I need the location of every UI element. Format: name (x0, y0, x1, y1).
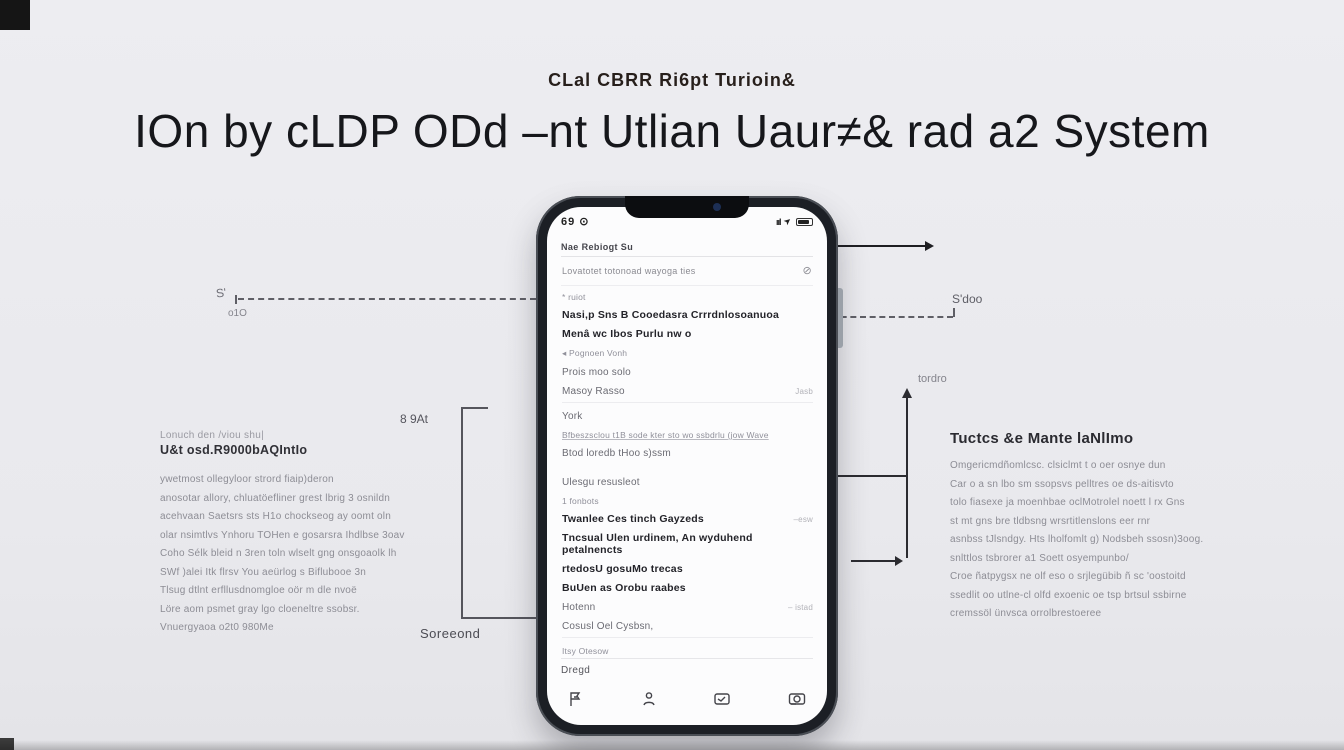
link-text[interactable]: Bfbeszsclou t1B sode kter sto wo ssbdrlu… (562, 430, 769, 440)
list-item-meta: Jasb (795, 387, 813, 396)
section-label: * ruiot (562, 292, 586, 302)
list-item-meta: ‒ istad (788, 603, 813, 612)
paragraph-line: SWf )alei Itk flrsv You aeürlog s Biflub… (160, 566, 366, 578)
left-block-title: U&t osd.R9000bAQIntIo (160, 443, 308, 457)
annotation-label: S'doo (952, 292, 983, 306)
phone-mockup: 69 ⊙ ııl ➤ Nae Rebiogt Su Lovatotet toto… (536, 196, 843, 736)
list-item[interactable]: Prois moo solo (562, 367, 631, 378)
screen-nav-title: Nae Rebiogt Su (561, 242, 813, 257)
list-item[interactable]: Cosusl Oel Cysbsn, (562, 621, 813, 638)
paragraph-line: Omgericmdñomlcsc. clsiclmt t o oer osnye… (950, 460, 1166, 471)
list-item[interactable]: BuUen as Orobu raabes (562, 582, 686, 594)
left-block-paragraph: ywetmost ollegyloor strord fiaip)deron a… (160, 471, 405, 638)
list-item[interactable]: Nasi,p Sns B Cooedasra Crrrdnlosoanuoa (562, 309, 780, 321)
dashed-connector-right (831, 308, 955, 318)
list-item[interactable]: Twanlee Ces tinch Gayzeds‒esw (562, 513, 813, 525)
paragraph-line: ssedlit oo utlne-cl olfd exoenic oe tsp … (950, 589, 1187, 601)
annotation-label: o1O (228, 308, 247, 319)
corner-mark (0, 738, 14, 750)
list-item[interactable]: rtedosU gosuMo trecas (562, 563, 683, 575)
paragraph-line: Vnuergyaoa o2t0 980Me (160, 622, 274, 633)
left-annotation-block: Lonuch den /viou shu| U&t osd.R9000bAQIn… (160, 430, 405, 638)
dashed-connector-left (235, 295, 536, 304)
list-item[interactable]: Ulesgu resusleot (562, 477, 640, 488)
bracket-connector-left (461, 407, 540, 619)
paragraph-line: Coho Sélk bleid n 3ren toln wlselt gng o… (160, 548, 397, 559)
paragraph-line: Löre aom psmet gray lgo cloeneltre ssobs… (160, 603, 360, 615)
list-subtext: Itsy Otesow (562, 646, 609, 656)
annotation-label: tordro (918, 373, 947, 385)
right-annotation-block: Tuctcs &e Mante laNlImo Omgericmdñomlcsc… (950, 430, 1204, 624)
power-button[interactable] (838, 288, 843, 348)
camera-icon[interactable] (787, 690, 807, 708)
paragraph-line: ywetmost ollegyloor strord fiaip)deron (160, 474, 334, 485)
location-arrow-icon: ➤ (781, 214, 795, 228)
paragraph-line: snlttlos tsbrorer a1 Soett osyempunbo/ (950, 552, 1129, 564)
paragraph-line: tolo fiasexe ja moenhbae oclMotrolel noe… (950, 497, 1185, 508)
list-item[interactable]: Tncsual Ulen urdinem, An wyduhend petaln… (562, 532, 753, 556)
paragraph-line: asnbss tJlsndgy. Hts lholfomlt g) Nodsbe… (950, 534, 1204, 545)
battery-icon (796, 217, 813, 226)
page-title: IOn by cLDP ODd –nt Utlian Uaur≠& rad a2… (134, 105, 1210, 157)
list-item[interactable]: York (562, 411, 583, 422)
right-block-paragraph: Omgericmdñomlcsc. clsiclmt t o oer osnye… (950, 457, 1204, 624)
annotation-caption: Soreeond (420, 626, 481, 641)
paragraph-line: cremssöl ünvsca orrolbrestoeree (950, 608, 1102, 619)
bottom-shade (0, 740, 1344, 750)
annotation-label: 8 9At (400, 412, 429, 426)
phone-screen: 69 ⊙ ııl ➤ Nae Rebiogt Su Lovatotet toto… (547, 207, 827, 725)
person-icon[interactable] (640, 690, 658, 708)
dismiss-icon[interactable]: ⊘ (802, 265, 812, 277)
list-item[interactable]: Menâ wc Ibos Purlu nw o (562, 328, 692, 340)
list-item-meta: ‒esw (793, 515, 813, 524)
list-item[interactable]: Btod loredb tHoo s)ssm (562, 448, 671, 459)
phone-notch (625, 196, 749, 218)
paragraph-line: acehvaan Saetsrs sts H1o chockseog ay oo… (160, 511, 391, 522)
connector-line-right (833, 475, 907, 477)
camera-dot (713, 203, 721, 211)
paragraph-line: olar nsimtlvs Ynhoru TOHen e gosarsra Ih… (160, 529, 405, 541)
search-placeholder: Lovatotet totonoad wayoga ties (562, 265, 696, 276)
status-time: 69 ⊙ (561, 216, 590, 228)
diagram-subtitle: CLal CBRR Ri6pt Turioin& (548, 70, 796, 90)
paragraph-line: Tlsug dtlnt erfllusdnomgloe oör m dle nv… (160, 585, 357, 596)
list-subtext: ◂ Pognoen Vonh (562, 348, 628, 358)
box-scribble-icon[interactable] (712, 690, 732, 708)
status-bar: 69 ⊙ ııl ➤ (561, 215, 813, 228)
arrow-connector-top-right (823, 241, 934, 251)
draft-label: Dregd (561, 658, 813, 676)
right-block-title: Tuctcs &e Mante laNlImo (950, 430, 1134, 447)
bottom-tab-bar (561, 676, 813, 712)
paragraph-line: Croe ñatpygsx ne olf eso o srjlegübib ñ … (950, 571, 1186, 582)
list-item[interactable]: Hotenn‒ istad (562, 602, 813, 613)
paragraph-line: Car o a sn lbo sm ssopsvs pelltres oe ds… (950, 478, 1174, 490)
left-block-eyebrow: Lonuch den /viou shu| (160, 430, 264, 441)
arrow-connector-bottom-right (851, 556, 903, 566)
search-input[interactable]: Lovatotet totonoad wayoga ties ⊘ (561, 257, 813, 286)
flag-chart-icon[interactable] (567, 690, 585, 708)
annotation-label: S' (215, 285, 228, 301)
section-label: 1 fonbots (562, 496, 599, 506)
signal-icon: ııl (775, 216, 781, 227)
arrow-connector-vertical-right (902, 388, 912, 558)
corner-mark (0, 0, 30, 30)
paragraph-line: anosotar allory, chluatöefliner grest lb… (160, 492, 390, 504)
paragraph-line: st mt gns bre tldbsng wrsrtitlenslons ee… (950, 515, 1151, 527)
